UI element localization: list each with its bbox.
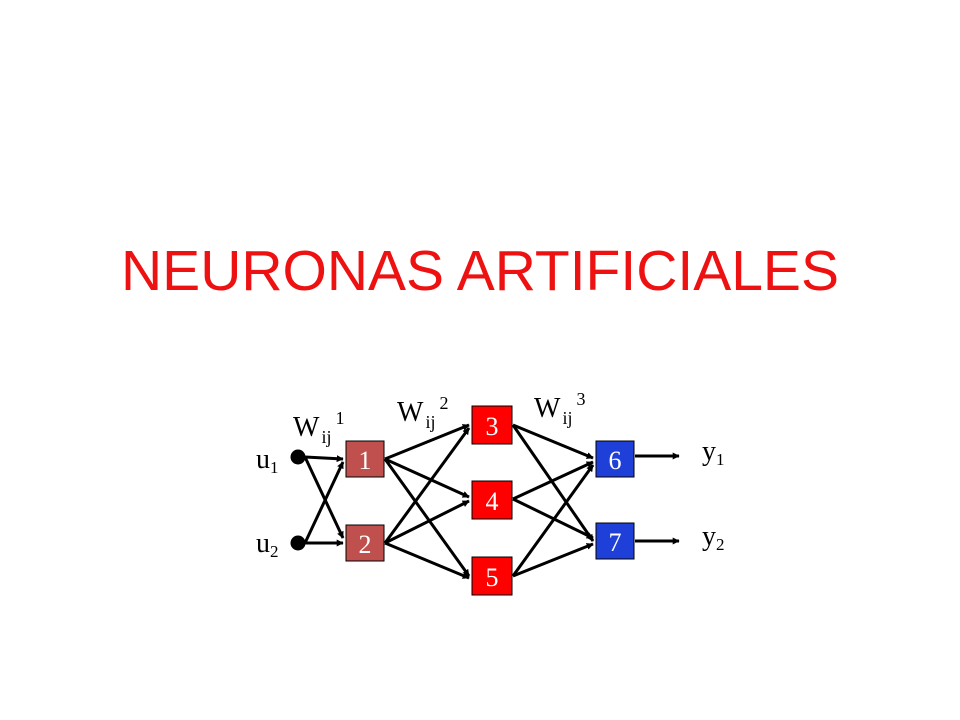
- label-subscript: 2: [270, 542, 279, 561]
- neuron-label: 2: [359, 530, 372, 559]
- input-label-u1: u1: [256, 444, 279, 477]
- neuron-label: 7: [609, 528, 622, 557]
- neuron-box: [471, 405, 513, 445]
- neuron-label: 6: [609, 446, 622, 475]
- edge-u1-n2: [303, 456, 345, 539]
- edge-n2-n4: [384, 499, 470, 545]
- output-label-y1: y1: [702, 436, 725, 469]
- label-superscript: 3: [576, 389, 585, 409]
- neuron-label: 1: [359, 446, 372, 475]
- input-node-u2: [290, 535, 306, 551]
- neuron-box: [471, 556, 513, 596]
- label-base: u: [256, 444, 270, 475]
- neuron-box: [345, 440, 385, 478]
- edge-n4-n6: [512, 460, 594, 501]
- label-subscript: 1: [270, 458, 279, 477]
- neuron-5: 5: [471, 556, 513, 596]
- label-superscript: 2: [439, 393, 448, 413]
- edge-n5-n6: [511, 464, 595, 577]
- edge-u1-n1: [304, 455, 344, 463]
- neuron-label: 3: [486, 412, 499, 441]
- label-subscript: ij: [321, 427, 331, 447]
- input-node-u1: [290, 449, 306, 465]
- label-base: W: [397, 397, 424, 428]
- neuron-label: 5: [486, 563, 499, 592]
- neuron-7: 7: [595, 522, 635, 560]
- label-subscript: 2: [716, 535, 725, 554]
- label-base: u: [256, 528, 270, 559]
- output-label-y2: y2: [702, 521, 725, 554]
- label-base: y: [702, 436, 716, 467]
- label-base: W: [534, 393, 561, 424]
- label-superscript: 1: [335, 408, 344, 428]
- label-subscript: ij: [425, 412, 435, 432]
- neuron-2: 2: [345, 524, 385, 562]
- edge-n1-n4: [384, 457, 470, 499]
- edge-u2-n1: [303, 461, 345, 544]
- neuron-box: [595, 522, 635, 560]
- connections: [303, 423, 680, 580]
- edge-n1-n5: [383, 458, 471, 577]
- neuron-6: 6: [595, 440, 635, 478]
- edge-n3-n7: [511, 424, 595, 542]
- label-subscript: 1: [716, 450, 725, 469]
- neuron-4: 4: [471, 480, 513, 520]
- edge-n5-n7: [512, 542, 594, 578]
- edge-n2-n3: [383, 427, 471, 544]
- label-base: W: [293, 412, 320, 443]
- neuron-label: 4: [486, 487, 499, 516]
- edge-n3-n6: [512, 423, 594, 460]
- input-label-u2: u2: [256, 528, 279, 561]
- neuron-box: [471, 480, 513, 520]
- edge-n2-n5: [384, 541, 470, 580]
- neuron-3: 3: [471, 405, 513, 445]
- neuron-box: [595, 440, 635, 478]
- neuron-box: [345, 524, 385, 562]
- neuron-1: 1: [345, 440, 385, 478]
- label-subscript: ij: [562, 408, 572, 428]
- slide-title: NEURONAS ARTIFICIALES: [121, 239, 839, 303]
- edge-n1-n3: [384, 423, 470, 461]
- label-base: y: [702, 521, 716, 552]
